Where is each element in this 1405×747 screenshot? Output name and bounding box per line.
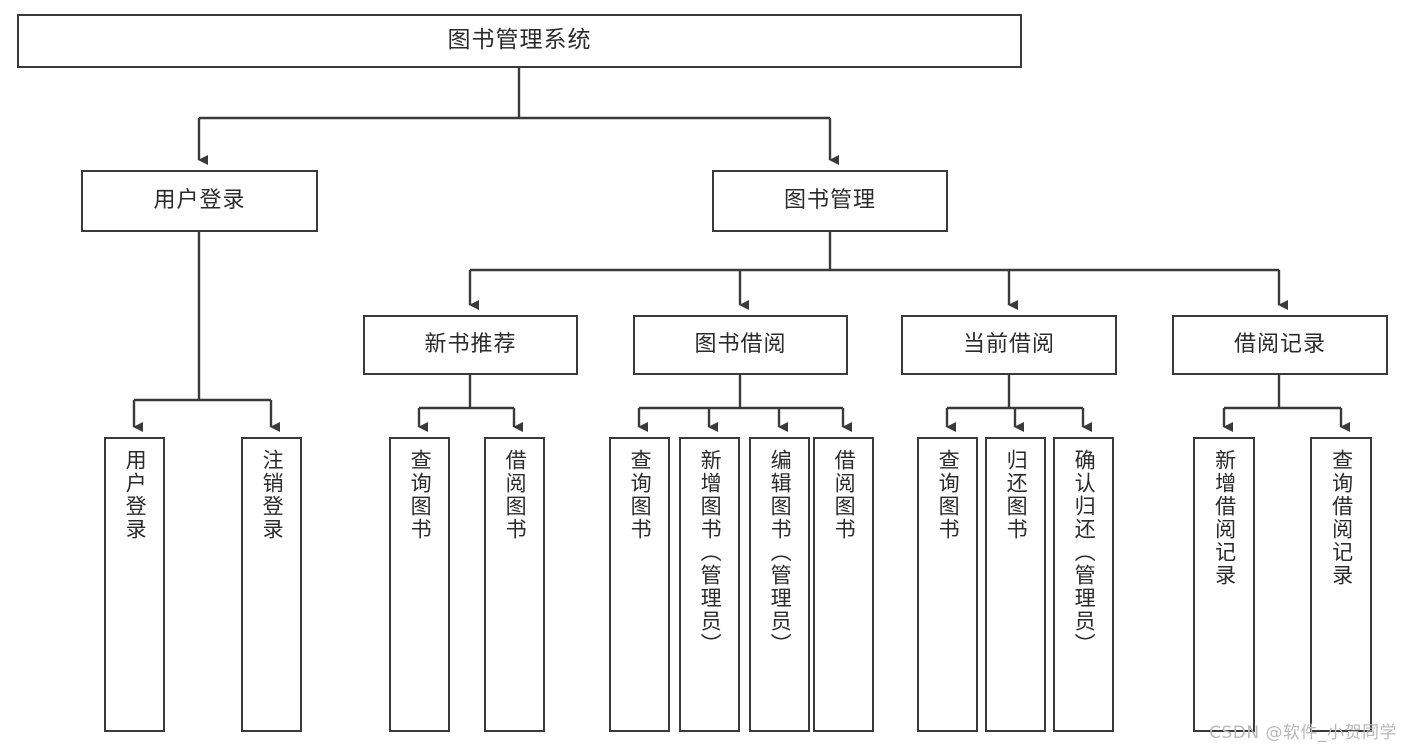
node-label: 图书管理系统 <box>447 27 592 54</box>
node-label: 新增图书（管理员） <box>698 449 723 656</box>
node-label: 查询图书 <box>628 449 653 541</box>
leaf-user-login-signin[interactable]: 用户登录 <box>104 437 165 732</box>
node-label: 图书借阅 <box>694 331 787 357</box>
node-label: 用户登录 <box>123 449 148 541</box>
leaf-records-query-record[interactable]: 查询借阅记录 <box>1310 437 1372 732</box>
leaf-borrow-query-book[interactable]: 查询图书 <box>609 437 670 732</box>
node-label: 归还图书 <box>1004 449 1029 541</box>
node-label: 查询图书 <box>408 449 433 541</box>
leaf-borrow-edit-book-admin[interactable]: 编辑图书（管理员） <box>749 437 810 732</box>
node-current-borrow[interactable]: 当前借阅 <box>901 315 1117 375</box>
leaf-user-login-signout[interactable]: 注销登录 <box>241 437 302 732</box>
node-label: 查询图书 <box>936 449 961 541</box>
leaf-current-return-book[interactable]: 归还图书 <box>985 437 1046 732</box>
node-label: 确认归还（管理员） <box>1072 449 1097 656</box>
node-label: 新增借阅记录 <box>1212 449 1237 587</box>
node-label: 查询借阅记录 <box>1329 449 1354 587</box>
leaf-new-book-query[interactable]: 查询图书 <box>389 437 450 732</box>
leaf-new-book-borrow[interactable]: 借阅图书 <box>484 437 545 732</box>
node-label: 注销登录 <box>260 449 285 541</box>
leaf-current-confirm-return-admin[interactable]: 确认归还（管理员） <box>1053 437 1114 732</box>
node-label: 新书推荐 <box>424 331 517 357</box>
node-borrow-records[interactable]: 借阅记录 <box>1172 315 1388 375</box>
node-label: 编辑图书（管理员） <box>768 449 793 656</box>
node-book-management[interactable]: 图书管理 <box>712 170 948 232</box>
node-label: 借阅图书 <box>832 449 857 541</box>
node-root-system[interactable]: 图书管理系统 <box>17 14 1022 68</box>
csdn-watermark: CSDN @软件_小贺同学 <box>1209 723 1397 743</box>
node-label: 图书管理 <box>783 187 876 213</box>
node-label: 当前借阅 <box>962 331 1055 357</box>
node-new-book-recommend[interactable]: 新书推荐 <box>363 315 578 375</box>
leaf-records-add-record[interactable]: 新增借阅记录 <box>1193 437 1255 732</box>
node-label: 用户登录 <box>153 187 246 213</box>
leaf-current-query-book[interactable]: 查询图书 <box>917 437 978 732</box>
leaf-borrow-add-book-admin[interactable]: 新增图书（管理员） <box>679 437 740 732</box>
node-user-login[interactable]: 用户登录 <box>81 170 318 232</box>
node-label: 借阅记录 <box>1233 331 1326 357</box>
node-label: 借阅图书 <box>503 449 528 541</box>
leaf-borrow-borrow-book[interactable]: 借阅图书 <box>813 437 874 732</box>
node-book-borrow[interactable]: 图书借阅 <box>633 315 848 375</box>
